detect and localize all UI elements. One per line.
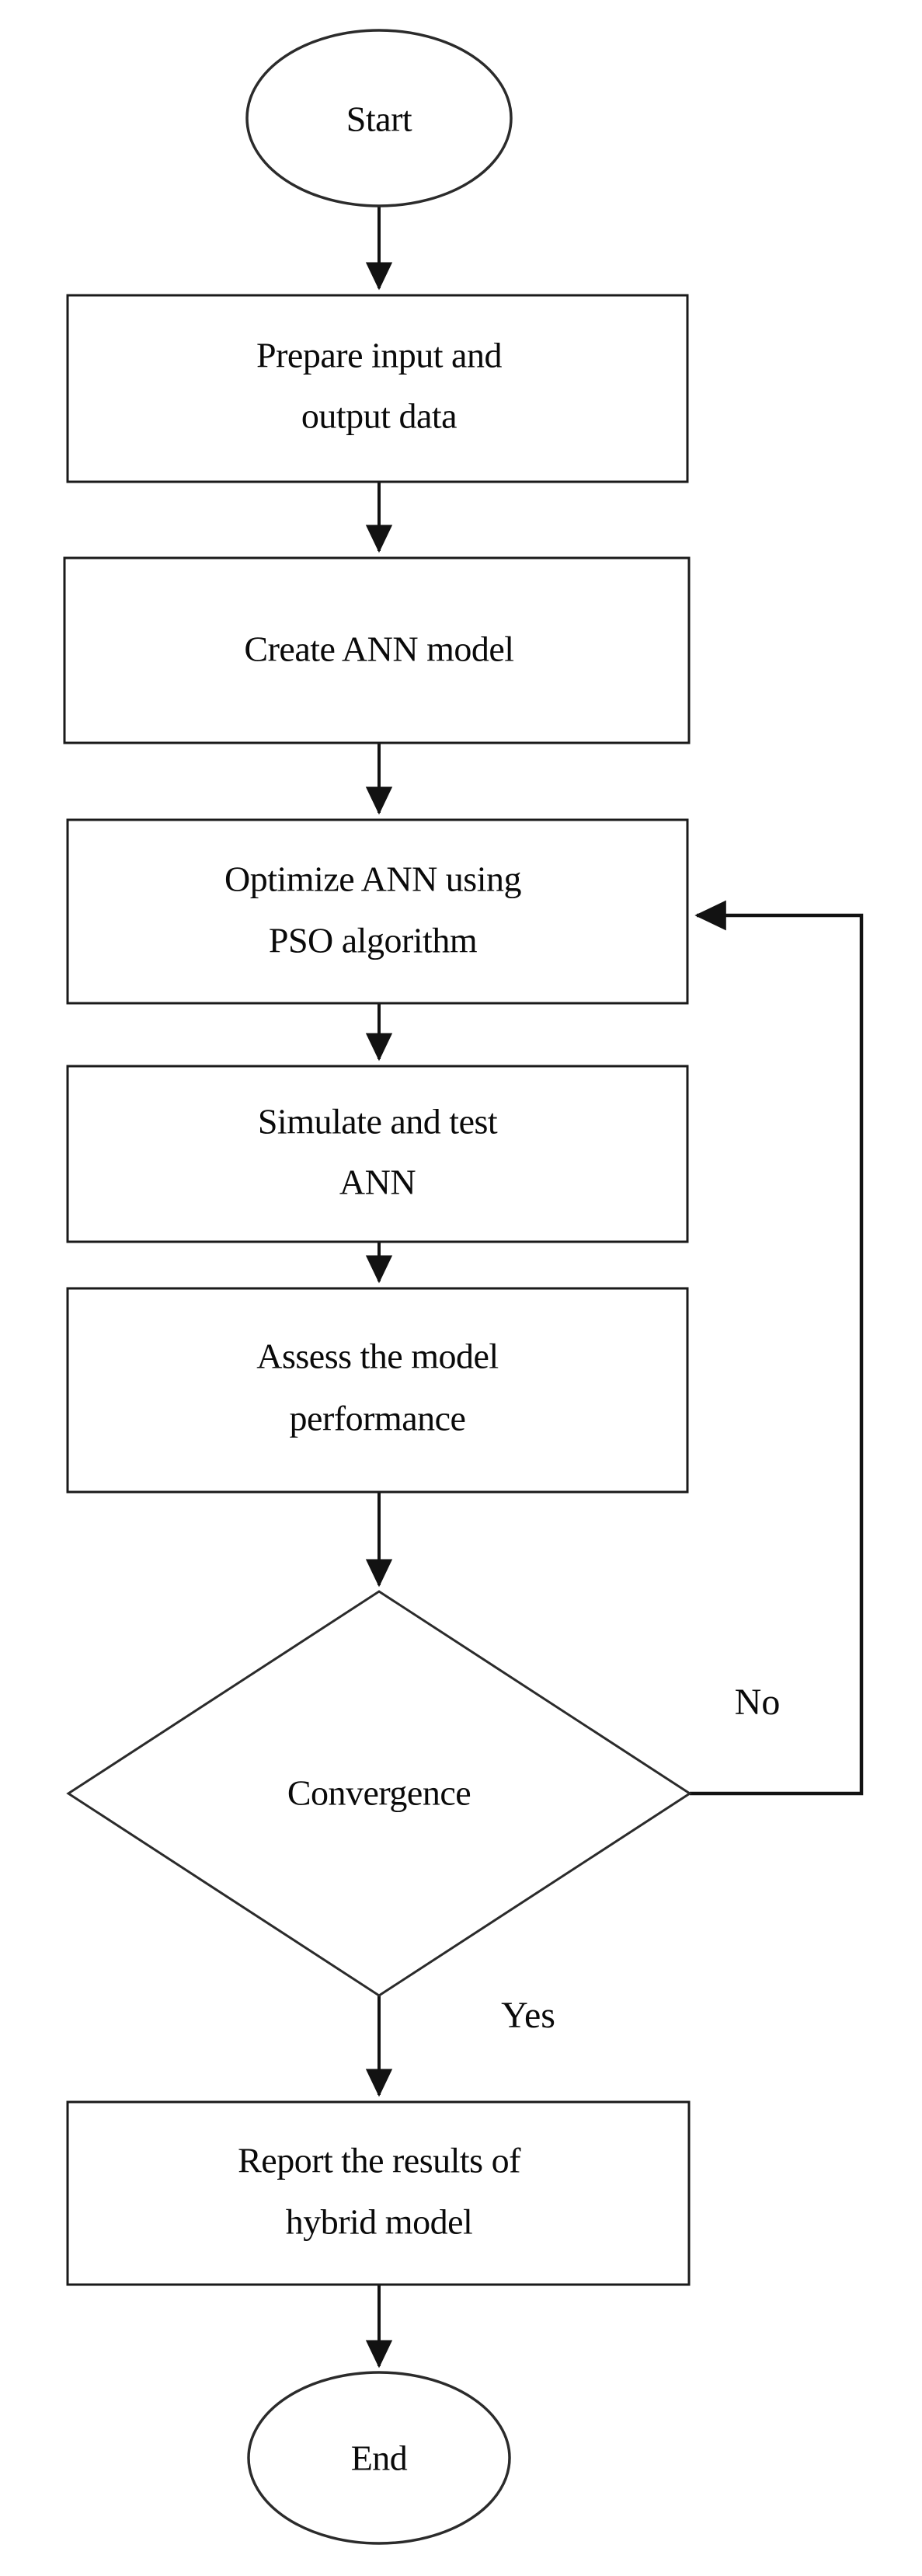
report-results-rect-shape: [66, 2100, 691, 2286]
prepare-data-label-line-2: output data: [301, 396, 457, 436]
edge-label-yes: Yes: [501, 1995, 555, 2036]
report-results-label-line-2: hybrid model: [286, 2202, 473, 2242]
start-label: Start: [346, 99, 412, 139]
prepare-data-rect-shape: [66, 294, 689, 483]
optimize-pso-label-line-1: Optimize ANN using: [224, 859, 521, 899]
node-optimize-pso[interactable]: Optimize ANN using PSO algorithm: [66, 818, 689, 1005]
create-ann-label: Create ANN model: [244, 629, 513, 669]
prepare-data-label-line-1: Prepare input and: [256, 336, 502, 375]
node-end[interactable]: End: [247, 2371, 511, 2545]
start-ellipse-shape: [245, 29, 513, 207]
connector-convergence-no-loop-to-optimize-pso: [690, 900, 864, 1796]
create-ann-rect-shape: [63, 556, 691, 744]
node-assess-performance[interactable]: Assess the model performance: [66, 1287, 689, 1494]
node-create-ann[interactable]: Create ANN model: [63, 556, 691, 744]
report-results-label-line-1: Report the results of: [238, 2141, 521, 2180]
assess-performance-label-line-1: Assess the model: [256, 1337, 498, 1376]
assess-performance-rect-shape: [66, 1287, 689, 1494]
end-ellipse-shape: [247, 2371, 511, 2545]
node-convergence[interactable]: Convergence: [66, 1590, 692, 1997]
simulate-test-label-line-1: Simulate and test: [258, 1102, 498, 1142]
convergence-diamond-shape: [66, 1590, 692, 1997]
node-start[interactable]: Start: [245, 29, 513, 207]
optimize-pso-rect-shape: [66, 818, 689, 1005]
simulate-test-rect-shape: [66, 1065, 689, 1243]
node-report-results[interactable]: Report the results of hybrid model: [66, 2100, 691, 2286]
simulate-test-label-line-2: ANN: [339, 1163, 416, 1202]
optimize-pso-label-line-2: PSO algorithm: [269, 921, 478, 960]
end-label: End: [351, 2438, 408, 2478]
convergence-label: Convergence: [287, 1773, 471, 1813]
edge-label-no: No: [735, 1682, 781, 1723]
node-prepare-data[interactable]: Prepare input and output data: [66, 294, 689, 483]
node-simulate-test[interactable]: Simulate and test ANN: [66, 1065, 689, 1243]
assess-performance-label-line-2: performance: [290, 1399, 466, 1438]
